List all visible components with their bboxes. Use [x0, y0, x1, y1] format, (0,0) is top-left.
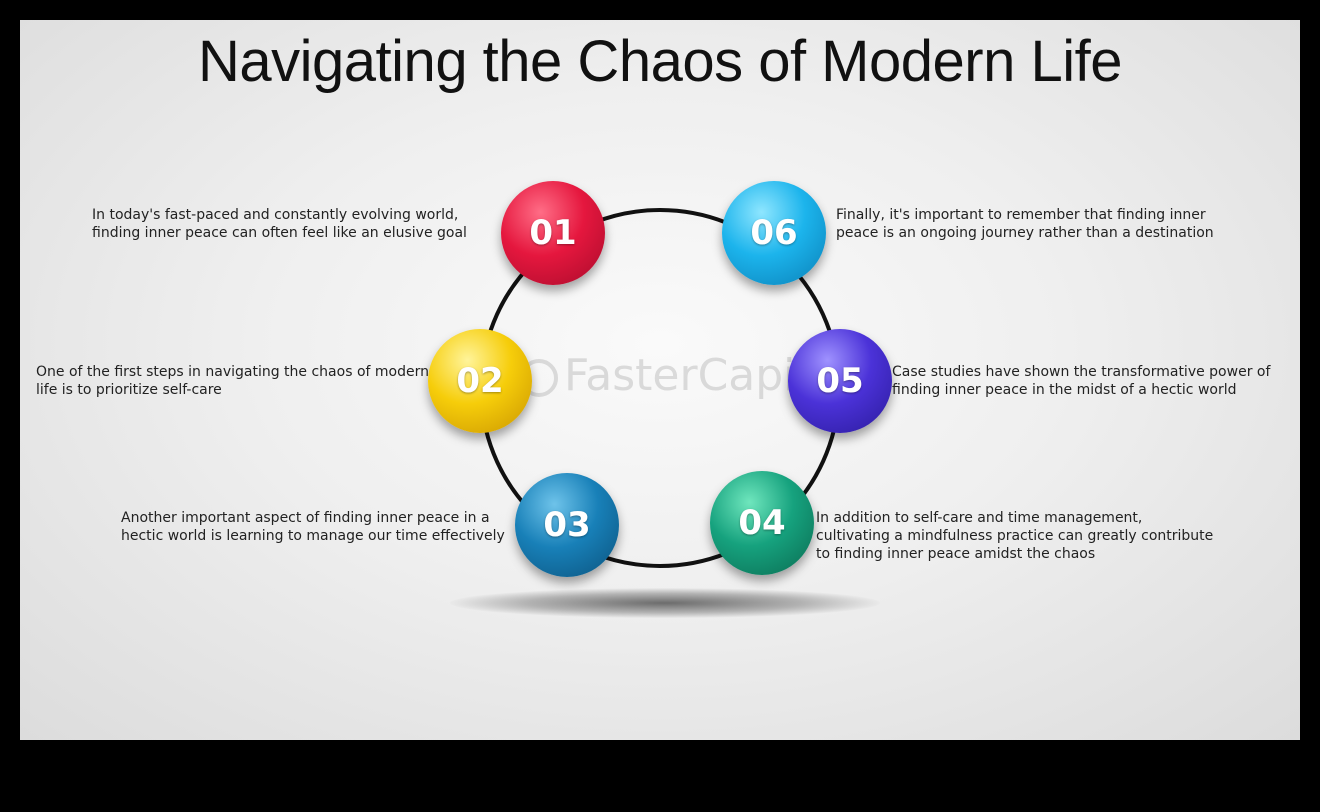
page-title: Navigating the Chaos of Modern Life — [198, 29, 1122, 94]
step-05-text: Case studies have shown the transformati… — [892, 364, 1271, 398]
step-04-number: 04 — [738, 503, 786, 543]
step-02-text: One of the first steps in navigating the… — [36, 364, 429, 398]
step-01-number: 01 — [529, 213, 577, 253]
step-04-text: In addition to self-care and time manage… — [816, 510, 1214, 562]
step-03-number: 03 — [543, 505, 591, 545]
step-03-circle: 03 — [515, 473, 619, 577]
step-06-circle: 06 — [722, 181, 826, 285]
step-06-number: 06 — [750, 213, 798, 253]
step-05-circle: 05 — [788, 329, 892, 433]
step-02-number: 02 — [456, 361, 504, 401]
step-01-text: In today's fast-paced and constantly evo… — [92, 207, 467, 241]
step-05-number: 05 — [816, 361, 864, 401]
slide-frame: Navigating the Chaos of Modern Life Fast… — [20, 20, 1300, 740]
step-02-circle: 02 — [428, 329, 532, 433]
cycle-floor-shadow — [450, 588, 880, 618]
step-06-text: Finally, it's important to remember that… — [836, 207, 1214, 241]
step-01-circle: 01 — [501, 181, 605, 285]
step-03-text: Another important aspect of finding inne… — [121, 510, 505, 544]
step-04-circle: 04 — [710, 471, 814, 575]
